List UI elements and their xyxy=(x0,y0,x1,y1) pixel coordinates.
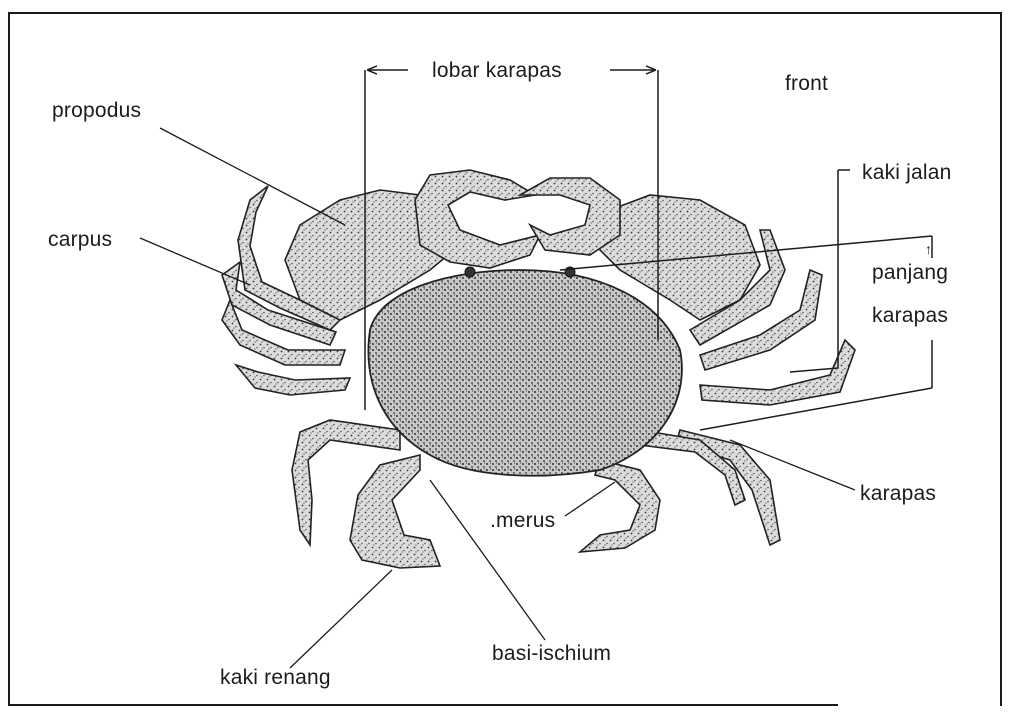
kaki-renang-label: kaki renang xyxy=(220,667,331,688)
panjang-karapas-label: karapas xyxy=(872,305,948,326)
carpus-label: carpus xyxy=(48,229,112,250)
basi-ischium-label: basi-ischium xyxy=(492,643,611,664)
propodus-label: propodus xyxy=(52,100,141,121)
panjang-karapas-arrow-icon: ↑ xyxy=(925,242,932,256)
kaki-jalan-bracket xyxy=(790,170,850,372)
karapas-label: karapas xyxy=(860,483,936,504)
carapace-shape xyxy=(368,270,681,476)
front-label: front xyxy=(785,73,828,94)
merus-label: .merus xyxy=(490,510,555,531)
kaki-jalan-label: kaki jalan xyxy=(862,162,952,183)
panjang-label: panjang xyxy=(872,262,948,283)
lobar-karapas-label: lobar karapas xyxy=(432,60,562,81)
